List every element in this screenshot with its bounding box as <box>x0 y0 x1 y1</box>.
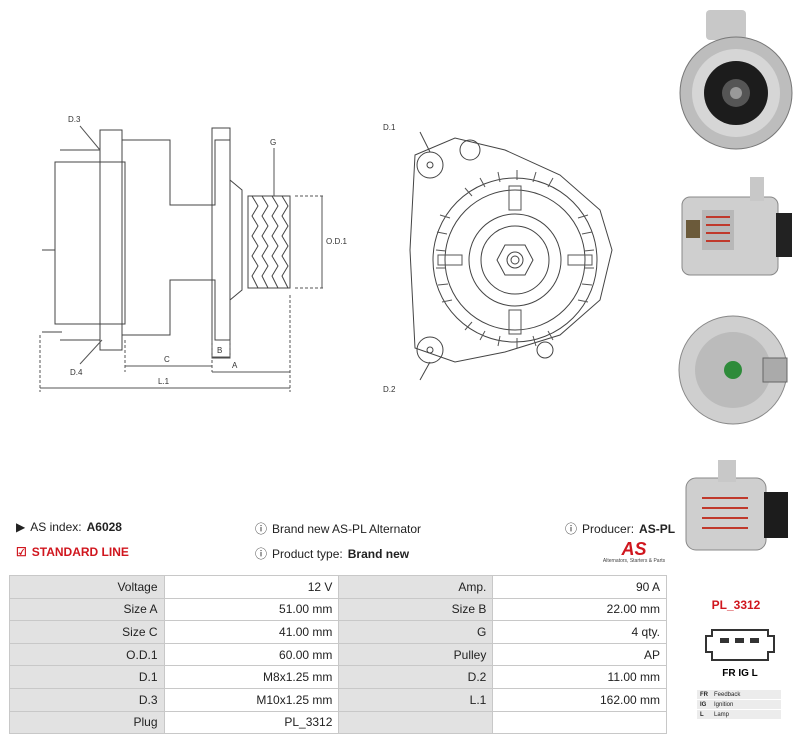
spec-label: L.1 <box>338 687 494 712</box>
spec-value: M8x1.25 mm <box>163 665 340 689</box>
spec-label: Voltage <box>9 575 165 599</box>
standard-line: ☑ STANDARD LINE <box>16 545 129 559</box>
spec-label: G <box>338 620 494 644</box>
front-view <box>409 131 613 381</box>
check-icon: ☑ <box>16 545 27 559</box>
as-logo: AS Alternators, Starters & Parts <box>602 539 666 564</box>
spec-value: AP <box>492 642 667 667</box>
spec-value: 41.00 mm <box>163 620 340 644</box>
label-a: A <box>232 361 238 370</box>
spec-value: 4 qty. <box>492 620 667 644</box>
spec-label: Size A <box>9 597 165 622</box>
spec-value: 11.00 mm <box>492 665 667 689</box>
as-index: ▶ AS index: A6028 <box>16 520 122 534</box>
label-g: G <box>270 138 276 147</box>
photo-front[interactable] <box>678 8 794 168</box>
plug-pins: FR IG L <box>722 668 758 679</box>
photo-angle[interactable] <box>678 458 794 558</box>
spec-label: Plug <box>9 710 165 735</box>
spec-value: 60.00 mm <box>163 642 340 667</box>
label-l1: L.1 <box>158 377 170 386</box>
spec-value: 90 A <box>492 575 667 599</box>
spec-label: Size B <box>338 597 494 622</box>
mid-ring <box>99 129 123 351</box>
product-type: ⓘ Product type: Brand new <box>255 546 410 562</box>
pulley-side <box>247 195 291 289</box>
spec-value <box>492 710 667 735</box>
info-icon: ⓘ <box>565 522 578 536</box>
spec-value: PL_3312 <box>163 710 340 735</box>
spec-label: D.3 <box>9 687 165 712</box>
alternator-note: ⓘ Brand new AS-PL Alternator <box>255 521 421 537</box>
plug-diagram: FR IG L <box>705 629 775 679</box>
as-index-value: A6028 <box>86 520 122 534</box>
rear-housing <box>54 161 126 325</box>
spec-value: 51.00 mm <box>163 597 340 622</box>
spec-label: Pulley <box>338 642 494 667</box>
photo-rear[interactable] <box>678 308 794 433</box>
label-d3: D.3 <box>68 115 81 124</box>
technical-drawing: D.3 D.4 G O.D.1 C B A L.1 D.1 D.2 <box>39 115 613 394</box>
label-d2: D.2 <box>383 385 396 394</box>
spec-value: 162.00 mm <box>492 687 667 712</box>
spec-label <box>338 710 494 735</box>
label-d4: D.4 <box>70 368 83 377</box>
product-photos <box>672 0 800 560</box>
label-b: B <box>217 346 222 355</box>
photo-side[interactable] <box>678 175 794 300</box>
spec-label: Size C <box>9 620 165 644</box>
plug-name: PL_3312 <box>711 598 761 612</box>
spec-value: 12 V <box>163 575 340 599</box>
spec-label: Amp. <box>338 575 494 599</box>
spec-value: M10x1.25 mm <box>163 687 340 712</box>
spec-label: O.D.1 <box>9 642 165 667</box>
front-housing <box>121 139 231 341</box>
label-d1: D.1 <box>383 123 396 132</box>
spec-label: D.1 <box>9 665 165 689</box>
spec-value: 22.00 mm <box>492 597 667 622</box>
info-icon: ⓘ <box>255 547 268 561</box>
producer-value: AS-PL <box>639 521 676 536</box>
product-type-value: Brand new <box>347 546 410 561</box>
fins <box>435 170 595 348</box>
producer: ⓘ Producer: AS-PL <box>565 521 676 537</box>
label-od1: O.D.1 <box>326 237 347 246</box>
spec-label: D.2 <box>338 665 494 689</box>
label-c: C <box>164 355 170 364</box>
info-icon: ⓘ <box>255 522 268 536</box>
tag-icon: ▶ <box>16 520 26 534</box>
